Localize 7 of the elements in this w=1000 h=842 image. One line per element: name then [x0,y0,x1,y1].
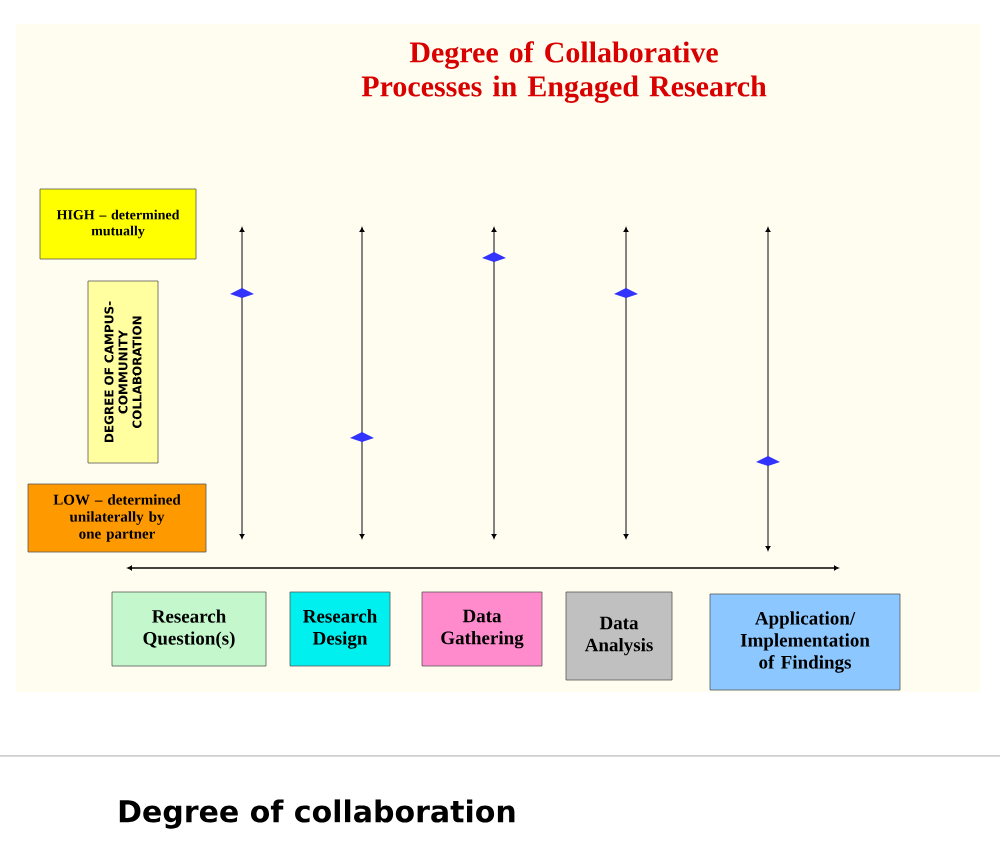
caption: Degree of collaboration [119,799,515,829]
stage-box: Research Design [289,591,391,667]
stage-box: Data Gathering [421,591,543,667]
title: Degree of Collaborative Processes in Engaged Research [361,41,767,103]
stage-box: Research Question(s) [111,591,267,667]
stage-box: Application/ Implementation of Findings [709,593,901,691]
stage-box: Data Analysis [565,591,673,681]
